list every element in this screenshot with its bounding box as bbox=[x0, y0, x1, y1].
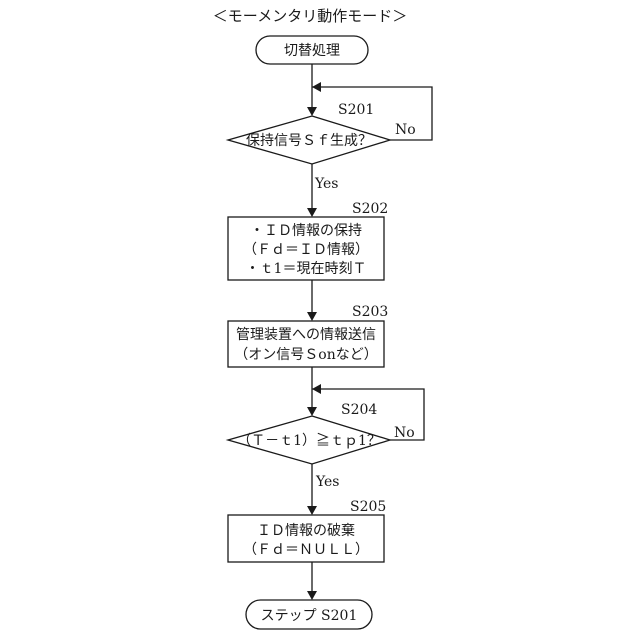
step-label-s201: S201 bbox=[338, 102, 374, 118]
decision-s201: 保持信号Ｓｆ生成？ bbox=[228, 116, 390, 164]
process-s202-line-3: ・ｔ1＝現在時刻Ｔ bbox=[246, 261, 367, 277]
arrowhead-s204-no-loop bbox=[312, 384, 321, 394]
s201-yes-label: Yes bbox=[314, 176, 339, 192]
decision-s201-text: 保持信号Ｓｆ生成？ bbox=[246, 133, 372, 149]
end-terminal: ステップ S201 bbox=[246, 600, 372, 629]
decision-s204-text: （Ｔ－ｔ1）≧ｔｐ1？ bbox=[237, 433, 381, 449]
process-s205: ＩＤ情報の破棄 （Ｆｄ＝ＮＵＬＬ） bbox=[228, 515, 384, 562]
s201-no-label: No bbox=[395, 122, 416, 138]
arrowhead-into-end bbox=[307, 591, 317, 600]
process-s203: 管理装置への情報送信 （オン信号Ｓonなど） bbox=[228, 321, 384, 367]
step-label-s205: S205 bbox=[350, 499, 386, 515]
decision-s204: （Ｔ－ｔ1）≧ｔｐ1？ bbox=[228, 416, 390, 464]
s204-no-label: No bbox=[394, 425, 415, 441]
s204-yes-label: Yes bbox=[315, 474, 340, 490]
start-terminal: 切替処理 bbox=[256, 36, 368, 64]
arrowhead-into-s203 bbox=[307, 312, 317, 321]
step-label-s204: S204 bbox=[341, 402, 377, 418]
arrowhead-into-s201 bbox=[307, 107, 317, 116]
process-s203-line-2: （オン信号Ｓonなど） bbox=[234, 347, 377, 363]
process-s202: ・ＩＤ情報の保持 （Ｆｄ＝ＩＤ情報） ・ｔ1＝現在時刻Ｔ bbox=[228, 217, 384, 280]
arrowhead-s201-no-loop bbox=[312, 82, 321, 92]
process-s205-line-1: ＩＤ情報の破棄 bbox=[257, 523, 355, 539]
arrowhead-into-s202 bbox=[307, 208, 317, 217]
step-label-s203: S203 bbox=[352, 304, 388, 320]
process-s205-line-2: （Ｆｄ＝ＮＵＬＬ） bbox=[243, 542, 369, 558]
start-terminal-label: 切替処理 bbox=[284, 43, 340, 59]
step-label-s202: S202 bbox=[352, 201, 388, 217]
arrowhead-into-s204 bbox=[307, 407, 317, 416]
arrowhead-into-s205 bbox=[307, 506, 317, 515]
end-terminal-label: ステップ S201 bbox=[261, 608, 358, 624]
process-s202-line-2: （Ｆｄ＝ＩＤ情報） bbox=[243, 242, 369, 258]
diagram-title: ＜モーメンタリ動作モード＞ bbox=[213, 7, 407, 25]
process-s203-line-1: 管理装置への情報送信 bbox=[236, 327, 376, 343]
process-s202-line-1: ・ＩＤ情報の保持 bbox=[250, 223, 362, 239]
